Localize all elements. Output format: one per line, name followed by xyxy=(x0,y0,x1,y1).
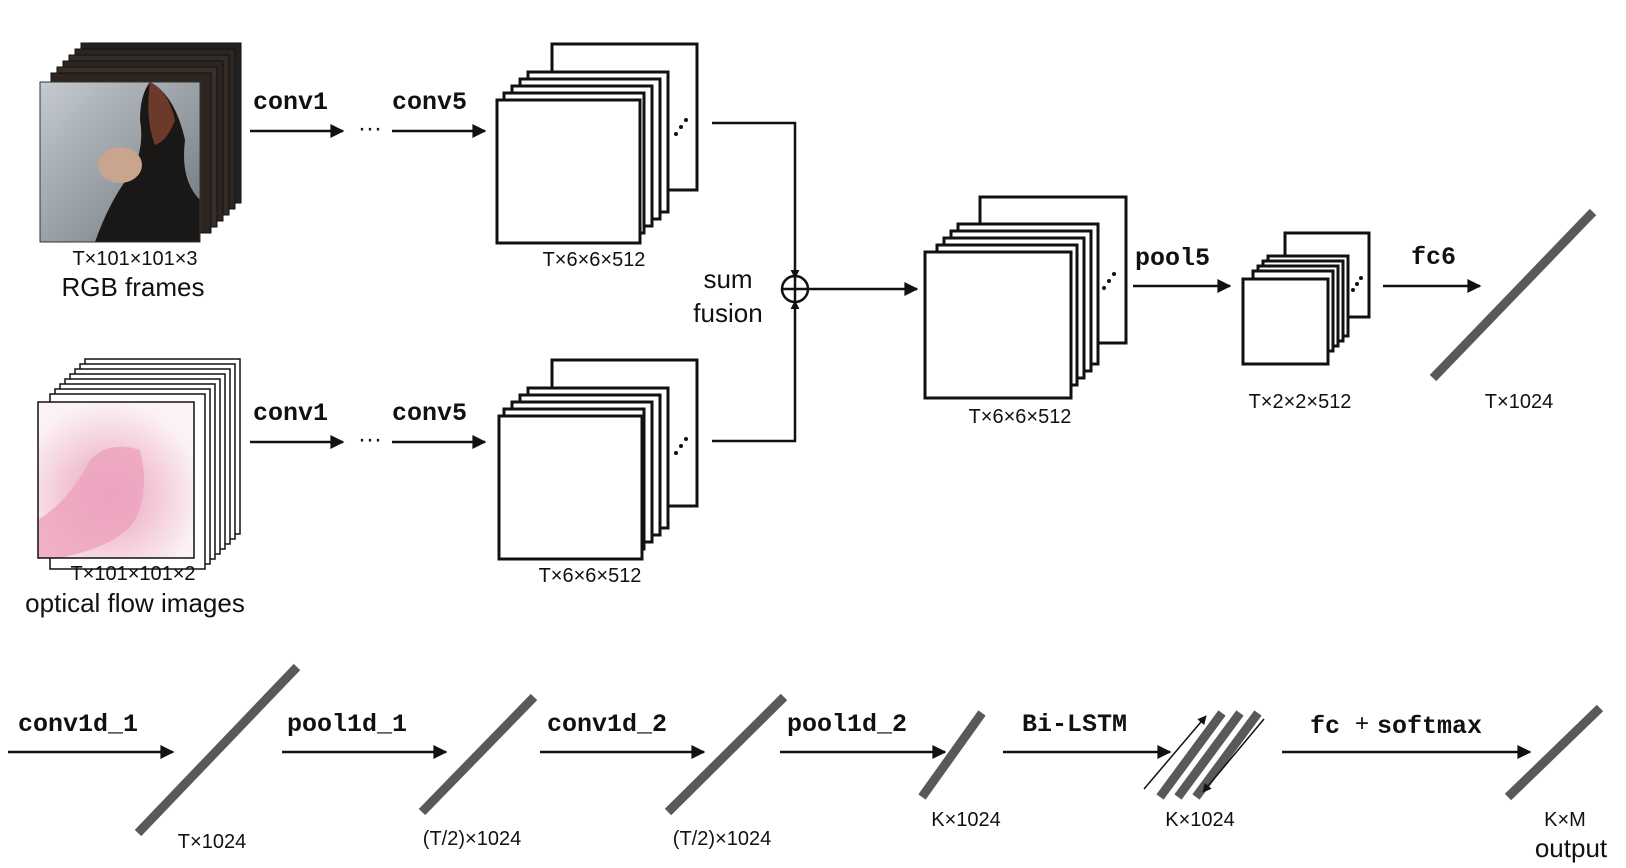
rgb-conv5-dims: T×6×6×512 xyxy=(543,249,646,271)
sum-fusion-node xyxy=(780,274,810,304)
pool1d-2-dims: K×1024 xyxy=(931,809,1001,831)
optical-flow-image xyxy=(37,401,195,559)
optical-flow-caption: optical flow images xyxy=(25,588,245,618)
conv1d-2-dims: (T/2)×1024 xyxy=(673,828,771,850)
output-dims: K×M xyxy=(1544,809,1586,831)
rgb-conv5-feature-stack xyxy=(495,42,699,245)
bilstm-vectors xyxy=(1143,710,1265,800)
conv1d-2-vector xyxy=(664,693,788,816)
fused-dims: T×6×6×512 xyxy=(969,406,1072,428)
bilstm-label: Bi-LSTM xyxy=(1022,710,1127,739)
flow-conv5-feature-stack xyxy=(497,358,699,561)
rgb-frames-dims: T×101×101×3 xyxy=(72,248,197,270)
pool5-label: pool5 xyxy=(1135,244,1210,273)
rgb-conv5-label: conv5 xyxy=(392,88,467,117)
fused-feature-stack xyxy=(923,195,1128,400)
fc-softmax-label: fc + softmax xyxy=(1310,710,1482,741)
flow-conv5-dims: T×6×6×512 xyxy=(539,565,642,587)
pool5-feature-stack xyxy=(1241,231,1371,366)
conv1d-2-label: conv1d_2 xyxy=(547,710,667,739)
pool5-dims: T×2×2×512 xyxy=(1249,391,1352,413)
conv1d-1-label: conv1d_1 xyxy=(18,710,138,739)
pool1d-1-dims: (T/2)×1024 xyxy=(423,828,521,850)
pool1d-1-label: pool1d_1 xyxy=(287,710,407,739)
bilstm-backward-arrow xyxy=(1202,718,1265,793)
rgb-frames-caption: RGB frames xyxy=(61,272,204,302)
rgb-frame-image xyxy=(39,81,201,243)
bilstm-dims: K×1024 xyxy=(1165,809,1235,831)
rgb-conv1-label: conv1 xyxy=(253,88,328,117)
softmax-label: softmax xyxy=(1377,712,1482,741)
plus-sign: + xyxy=(1355,710,1369,737)
fc-label: fc xyxy=(1310,712,1340,741)
flow-conv1-label: conv1 xyxy=(253,399,328,428)
flow-conv5-label: conv5 xyxy=(392,399,467,428)
pool1d-1-vector xyxy=(418,693,538,816)
sum-fusion-label-fusion: fusion xyxy=(693,298,762,328)
pool1d-2-label: pool1d_2 xyxy=(787,710,907,739)
conv1d-1-vector xyxy=(134,663,301,837)
rgb-frames-stack xyxy=(39,42,242,243)
fc6-vector xyxy=(1429,208,1597,382)
flow-ellipsis: ··· xyxy=(358,426,382,453)
pool1d-2-vector xyxy=(918,710,986,800)
sum-fusion-label-sum: sum xyxy=(703,264,752,294)
rgb-ellipsis: ··· xyxy=(358,115,382,142)
fc6-label: fc6 xyxy=(1411,243,1456,272)
rgb-to-fusion-connector xyxy=(712,121,800,279)
bilstm-forward-arrow xyxy=(1143,715,1207,790)
fc6-dims: T×1024 xyxy=(1485,391,1553,413)
conv1d-1-dims: T×1024 xyxy=(178,831,246,853)
optical-flow-stack xyxy=(37,358,241,570)
optical-flow-dims: T×101×101×2 xyxy=(70,563,195,585)
flow-to-fusion-connector xyxy=(712,300,800,443)
output-caption: output xyxy=(1535,833,1608,863)
output-vector xyxy=(1504,704,1604,801)
